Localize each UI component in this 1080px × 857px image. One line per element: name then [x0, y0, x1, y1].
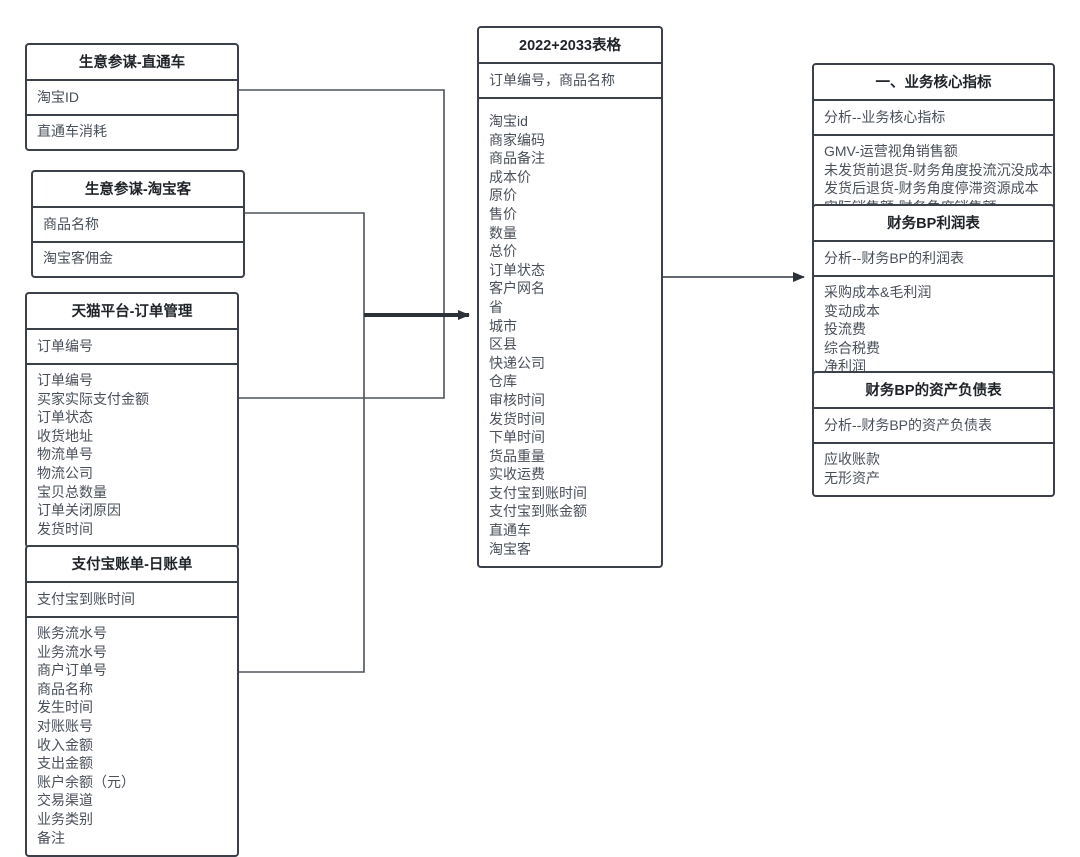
- entity-field-list: 直通车消耗: [27, 116, 237, 149]
- entity-taobaoke[interactable]: 生意参谋-淘宝客 商品名称 淘宝客佣金: [31, 170, 245, 278]
- field-item: 总价: [489, 243, 517, 260]
- field-item: 业务流水号: [37, 643, 107, 660]
- field-item: 支出金额: [37, 755, 93, 772]
- entity-title: 生意参谋-直通车: [27, 45, 237, 81]
- entity-tianmao[interactable]: 天猫平台-订单管理 订单编号 订单编号买家实际支付金额订单状态收货地址物流单号物…: [25, 292, 239, 549]
- field-item: 收入金额: [37, 736, 93, 753]
- connector-taobaoke-to-central: [245, 212, 365, 315]
- field-item: 城市: [489, 317, 517, 334]
- entity-key-row: 淘宝ID: [27, 81, 237, 116]
- field-item: 审核时间: [489, 391, 545, 408]
- field-item: 数量: [489, 224, 517, 241]
- field-item: 客户网名: [489, 280, 545, 297]
- field-item: 账户余额（元）: [37, 773, 135, 790]
- entity-key-row: 支付宝到账时间: [27, 583, 237, 618]
- entity-zhifubao[interactable]: 支付宝账单-日账单 支付宝到账时间 账务流水号业务流水号商户订单号商品名称发生时…: [25, 545, 239, 857]
- entity-title: 天猫平台-订单管理: [27, 294, 237, 330]
- field-item: 淘宝客佣金: [43, 250, 113, 266]
- entity-title: 生意参谋-淘宝客: [33, 172, 243, 208]
- entity-key-row: 分析--财务BP的资产负债表: [814, 409, 1053, 444]
- field-item: 发生时间: [37, 699, 93, 716]
- entity-profit-statement[interactable]: 财务BP利润表 分析--财务BP的利润表 采购成本&毛利润变动成本投流费综合税费…: [812, 204, 1055, 386]
- field-item: 淘宝客: [489, 540, 531, 557]
- field-item: 商户订单号: [37, 662, 107, 679]
- field-item: GMV-运营视角销售额: [824, 143, 958, 159]
- field-item: 业务类别: [37, 810, 93, 827]
- field-item: 支付宝到账时间: [489, 484, 587, 501]
- field-item: 宝贝总数量: [37, 483, 107, 500]
- field-item: 订单状态: [37, 409, 93, 426]
- field-item: 订单编号: [37, 372, 93, 388]
- field-item: 交易渠道: [37, 792, 93, 809]
- field-item: 账务流水号: [37, 625, 107, 641]
- field-item: 发货时间: [489, 410, 545, 427]
- field-item: 备注: [37, 829, 65, 846]
- connector-zhitongche-to-central: [239, 89, 445, 315]
- field-item: 订单状态: [489, 261, 545, 278]
- entity-field-list: 账务流水号业务流水号商户订单号商品名称发生时间对账账号收入金额支出金额账户余额（…: [27, 618, 237, 855]
- field-item: 综合税费: [824, 339, 880, 356]
- entity-key-row: 分析--财务BP的利润表: [814, 242, 1053, 277]
- field-item: 发货时间: [37, 520, 93, 537]
- entity-central-table[interactable]: 2022+2033表格 订单编号，商品名称 淘宝id 商家编码商品备注成本价原价售…: [477, 26, 663, 569]
- field-item: 直通车: [489, 522, 531, 539]
- entity-field-list: 淘宝客佣金: [33, 243, 243, 276]
- entity-zhitongche[interactable]: 生意参谋-直通车 淘宝ID 直通车消耗: [25, 43, 239, 151]
- field-item: 区县: [489, 336, 517, 353]
- field-item: 物流单号: [37, 446, 93, 463]
- entity-title: 财务BP的资产负债表: [814, 373, 1053, 409]
- field-item: 应收账款: [824, 451, 880, 467]
- field-item: 直通车消耗: [37, 123, 107, 139]
- field-item: 采购成本&毛利润: [824, 284, 932, 300]
- field-item: 商品备注: [489, 150, 545, 167]
- entity-field-list: 应收账款无形资产: [814, 444, 1053, 495]
- diagram-canvas: 生意参谋-直通车 淘宝ID 直通车消耗 生意参谋-淘宝客 商品名称 淘宝客佣金 …: [25, 26, 1055, 857]
- field-item: 投流费: [824, 321, 866, 338]
- field-item: 快递公司: [489, 354, 545, 371]
- field-item: 对账账号: [37, 717, 93, 734]
- entity-key-row: 订单编号，商品名称: [479, 64, 661, 99]
- connector-tianmao-to-central: [239, 315, 445, 399]
- field-item: 变动成本: [824, 302, 880, 319]
- field-item: 淘宝id: [489, 113, 528, 129]
- entity-title: 一、业务核心指标: [814, 65, 1053, 101]
- field-item: 买家实际支付金额: [37, 390, 149, 407]
- field-item: 发货后退货-财务角度停滞资源成本: [824, 180, 1039, 197]
- field-item: 支付宝到账金额: [489, 503, 587, 520]
- field-item: 仓库: [489, 373, 517, 390]
- connector-zhifubao-to-central: [239, 315, 365, 673]
- entity-field-list: 淘宝id 商家编码商品备注成本价原价售价数量总价订单状态客户网名省城市区县快递公司…: [479, 99, 661, 566]
- entity-balance-sheet[interactable]: 财务BP的资产负债表 分析--财务BP的资产负债表 应收账款无形资产: [812, 371, 1055, 498]
- field-item: 成本价: [489, 168, 531, 185]
- field-item: 售价: [489, 205, 517, 222]
- entity-title: 2022+2033表格: [479, 28, 661, 64]
- field-item: 物流公司: [37, 464, 93, 481]
- entity-key-row: 分析--业务核心指标: [814, 101, 1053, 136]
- entity-key-row: 订单编号: [27, 330, 237, 365]
- field-item: 商品名称: [37, 680, 93, 697]
- entity-title: 支付宝账单-日账单: [27, 547, 237, 583]
- field-item: 货品重量: [489, 447, 545, 464]
- entity-field-list: 采购成本&毛利润变动成本投流费综合税费净利润: [814, 277, 1053, 384]
- entity-key-row: 商品名称: [33, 208, 243, 243]
- entity-title: 财务BP利润表: [814, 206, 1053, 242]
- field-item: 下单时间: [489, 429, 545, 446]
- field-item: 订单关闭原因: [37, 502, 121, 519]
- entity-field-list: 订单编号买家实际支付金额订单状态收货地址物流单号物流公司宝贝总数量订单关闭原因发…: [27, 365, 237, 546]
- field-item: 收货地址: [37, 427, 93, 444]
- field-item: 未发货前退货-财务角度投流沉没成本: [824, 161, 1053, 178]
- field-item: 无形资产: [824, 469, 880, 486]
- field-item: 商家编码: [489, 131, 545, 148]
- field-item: 实收运费: [489, 466, 545, 483]
- field-item: 原价: [489, 187, 517, 204]
- field-item: 省: [489, 298, 503, 315]
- field-item: 净利润: [824, 358, 866, 375]
- entity-core-metrics[interactable]: 一、业务核心指标 分析--业务核心指标 GMV-运营视角销售额未发货前退货-财务…: [812, 63, 1055, 227]
